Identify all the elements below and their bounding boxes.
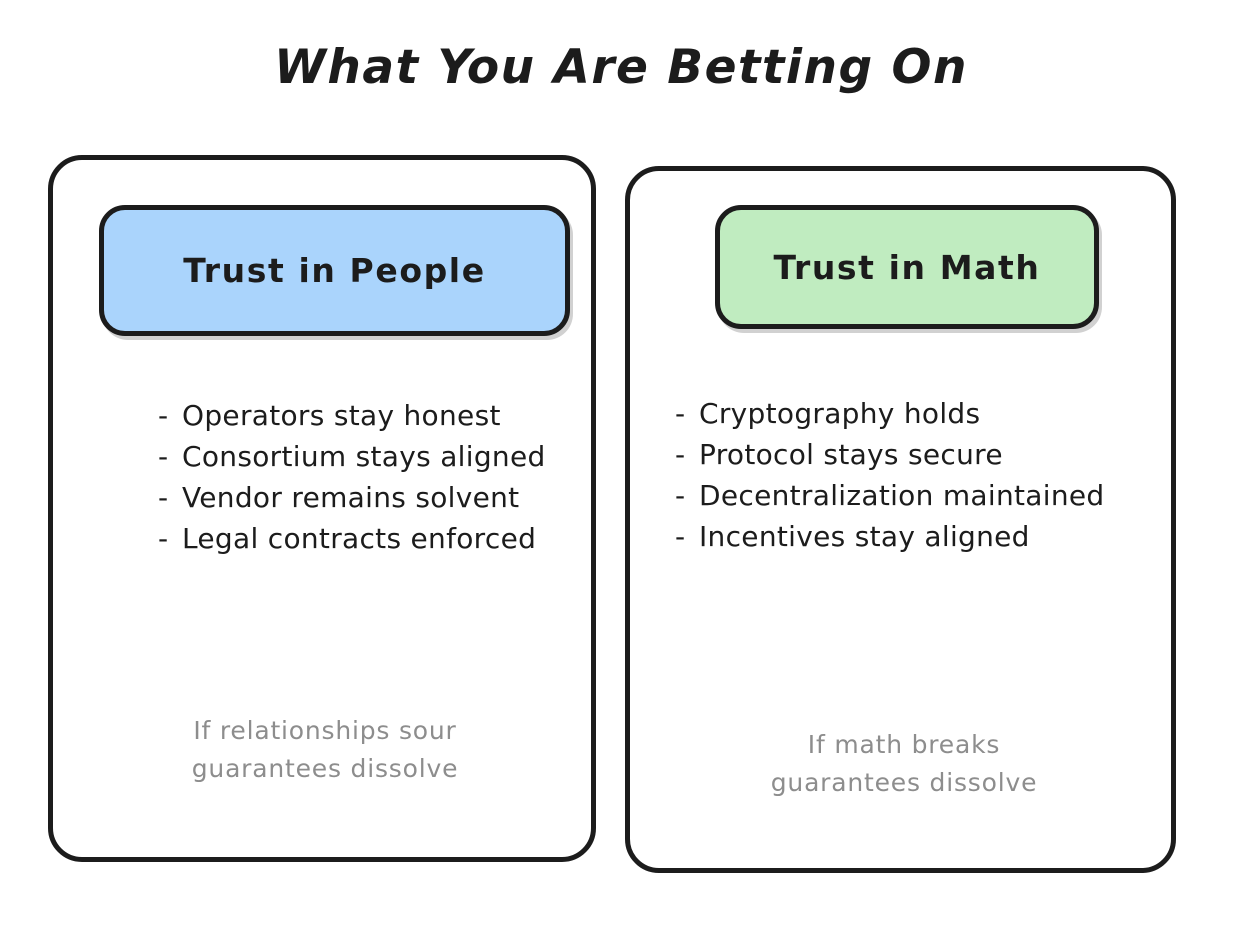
bullet-dash-icon: - [158, 399, 169, 432]
list-item-label: Vendor remains solvent [182, 481, 520, 514]
bullet-dash-icon: - [158, 440, 169, 473]
footnote-line-1: If math breaks [807, 730, 1001, 759]
bullet-dash-icon: - [675, 479, 686, 512]
card-header-label-math: Trust in Math [773, 247, 1041, 287]
bullet-dash-icon: - [675, 397, 686, 430]
list-item-label: Protocol stays secure [699, 438, 1003, 471]
card-footnote-math: If math breaks guarantees dissolve [654, 726, 1154, 802]
footnote-line-2: guarantees dissolve [191, 754, 459, 783]
list-item: -Consortium stays aligned [158, 436, 608, 477]
list-item-label: Operators stay honest [182, 399, 501, 432]
bullet-dash-icon: - [158, 522, 169, 555]
list-item-label: Incentives stay aligned [699, 520, 1030, 553]
list-item: -Vendor remains solvent [158, 477, 608, 518]
bullet-dash-icon: - [675, 438, 686, 471]
card-trust-in-people: Trust in People -Operators stay honest -… [48, 155, 596, 862]
footnote-line-1: If relationships sour [193, 716, 457, 745]
list-item-label: Cryptography holds [699, 397, 981, 430]
bullet-dash-icon: - [675, 520, 686, 553]
card-header-trust-in-people: Trust in People [99, 205, 570, 336]
card-header-label-people: Trust in People [183, 251, 486, 290]
bullet-list-math: -Cryptography holds -Protocol stays secu… [675, 393, 1175, 557]
card-header-trust-in-math: Trust in Math [715, 205, 1099, 329]
bullet-dash-icon: - [158, 481, 169, 514]
page-title: What You Are Betting On [274, 40, 968, 95]
footnote-line-2: guarantees dissolve [770, 768, 1038, 797]
list-item: -Incentives stay aligned [675, 516, 1175, 557]
card-footnote-people: If relationships sour guarantees dissolv… [77, 712, 573, 788]
list-item: -Decentralization maintained [675, 475, 1175, 516]
list-item-label: Legal contracts enforced [182, 522, 537, 555]
list-item: -Protocol stays secure [675, 434, 1175, 475]
list-item: -Legal contracts enforced [158, 518, 608, 559]
list-item-label: Consortium stays aligned [182, 440, 546, 473]
bullet-list-people: -Operators stay honest -Consortium stays… [158, 395, 608, 559]
list-item: -Cryptography holds [675, 393, 1175, 434]
list-item: -Operators stay honest [158, 395, 608, 436]
card-trust-in-math: Trust in Math -Cryptography holds -Proto… [625, 166, 1176, 873]
list-item-label: Decentralization maintained [699, 479, 1105, 512]
